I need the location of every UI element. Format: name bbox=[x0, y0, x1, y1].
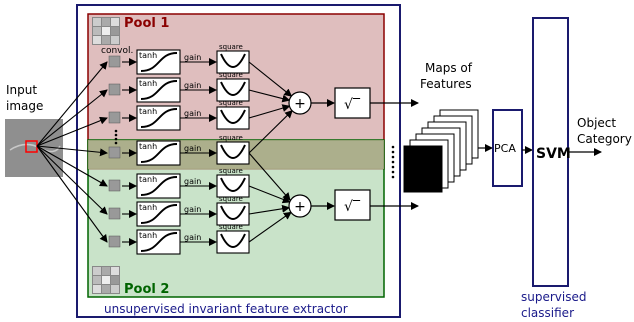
square-label: square bbox=[219, 43, 243, 51]
processing-row: tanh gain square bbox=[108, 71, 291, 103]
tanh-curve bbox=[140, 176, 178, 196]
convol-label: convol. bbox=[101, 46, 133, 56]
sqrt-symbol-pool2: √‾ bbox=[344, 199, 361, 215]
square-curve bbox=[220, 205, 246, 220]
row-continuation-dots bbox=[114, 129, 118, 145]
gain-label: gain bbox=[184, 109, 201, 118]
tanh-label: tanh bbox=[139, 175, 157, 184]
convolution-filter bbox=[108, 83, 121, 96]
extractor-frame bbox=[76, 4, 401, 318]
input-to-filter-arrow bbox=[36, 145, 108, 157]
processing-rows: tanh gain square tanh gain square tanh gain squa… bbox=[108, 43, 293, 255]
square-to-sum-arrow bbox=[248, 110, 293, 154]
square-to-sum-arrow bbox=[248, 204, 291, 215]
square-label: square bbox=[219, 195, 243, 203]
sum-node-pool2: + bbox=[288, 194, 312, 218]
processing-row: tanh gain square bbox=[108, 195, 291, 227]
input-to-filter-arrow bbox=[36, 145, 108, 215]
maps-label-line2: Features bbox=[420, 77, 472, 91]
processing-row: tanh gain square bbox=[108, 211, 292, 255]
maps-label-line1: Maps of bbox=[425, 61, 473, 75]
square-curve bbox=[220, 233, 246, 248]
sum-symbol-pool2: + bbox=[294, 199, 306, 215]
convolution-filter bbox=[108, 111, 121, 124]
square-curve bbox=[220, 144, 246, 159]
square-to-sum-arrow bbox=[248, 89, 291, 103]
input-to-filter-arrow bbox=[36, 145, 108, 243]
output-label-line2: Category bbox=[577, 132, 632, 146]
sum-node-pool1: + bbox=[288, 91, 312, 115]
tanh-curve bbox=[140, 108, 178, 128]
tanh-label: tanh bbox=[139, 203, 157, 212]
pca-label: PCA bbox=[494, 142, 516, 155]
pool1-title: Pool 1 bbox=[124, 16, 169, 31]
classifier-caption-line2: classifier bbox=[521, 306, 574, 320]
processing-row: tanh gain square bbox=[108, 43, 293, 97]
pca-box bbox=[492, 109, 523, 187]
gain-label: gain bbox=[184, 233, 201, 242]
shared-row-to-pool2-arrow bbox=[248, 152, 291, 201]
tanh-label: tanh bbox=[139, 107, 157, 116]
gain-label: gain bbox=[184, 144, 201, 153]
tanh-label: tanh bbox=[139, 51, 157, 60]
feature-map-stack bbox=[403, 109, 479, 193]
feature-map-dots bbox=[391, 145, 395, 179]
input-to-filter-arrow bbox=[36, 61, 108, 147]
gain-label: gain bbox=[184, 81, 201, 90]
input-to-filter-arrow bbox=[36, 116, 108, 147]
gain-label: gain bbox=[184, 205, 201, 214]
tanh-curve bbox=[140, 52, 178, 72]
sqrt-symbol-pool1: √‾ bbox=[344, 97, 361, 113]
gain-label: gain bbox=[184, 177, 201, 186]
processing-row: tanh gain square bbox=[108, 167, 291, 204]
square-curve bbox=[220, 81, 246, 96]
square-curve bbox=[220, 177, 246, 192]
convolution-filter bbox=[108, 179, 121, 192]
square-label: square bbox=[219, 167, 243, 175]
tanh-label: tanh bbox=[139, 231, 157, 240]
square-label: square bbox=[219, 223, 243, 231]
processing-row: tanh gain square bbox=[108, 99, 291, 131]
square-to-sum-arrow bbox=[248, 104, 291, 119]
tanh-curve bbox=[140, 143, 178, 163]
tanh-curve bbox=[140, 232, 178, 252]
sum-symbol-pool1: + bbox=[294, 96, 306, 112]
square-label: square bbox=[219, 71, 243, 79]
square-label: square bbox=[219, 99, 243, 107]
square-label: square bbox=[219, 134, 243, 142]
output-label-line1: Object bbox=[577, 116, 616, 130]
square-to-sum-arrow bbox=[248, 61, 293, 97]
tanh-curve bbox=[140, 80, 178, 100]
input-label-line1: Input bbox=[6, 83, 37, 97]
filter-bank-thumbnails-top bbox=[92, 17, 120, 45]
convolution-filter bbox=[108, 235, 121, 248]
convolution-filter bbox=[108, 55, 121, 68]
pool2-title: Pool 2 bbox=[124, 282, 169, 297]
tanh-label: tanh bbox=[139, 79, 157, 88]
filter-bank-thumbnails-bottom bbox=[92, 266, 120, 294]
tanh-label: tanh bbox=[139, 142, 157, 151]
square-curve bbox=[220, 109, 246, 124]
sqrt-box-pool1: √‾ bbox=[334, 87, 371, 119]
classifier-caption-line1: supervised bbox=[521, 290, 586, 304]
convolution-filter bbox=[108, 207, 121, 220]
input-to-filter-arrow bbox=[36, 145, 108, 187]
gain-label: gain bbox=[184, 53, 201, 62]
svm-label: SVM bbox=[536, 146, 571, 162]
input-label-line2: image bbox=[6, 99, 43, 113]
sqrt-box-pool2: √‾ bbox=[334, 189, 371, 221]
pool-output-arrows bbox=[311, 99, 419, 210]
convolution-filter bbox=[108, 146, 121, 159]
input-to-filter-arrow bbox=[36, 89, 108, 147]
extractor-caption: unsupervised invariant feature extractor bbox=[104, 302, 348, 316]
square-to-sum-arrow bbox=[248, 211, 292, 243]
tanh-curve bbox=[140, 204, 178, 224]
input-fan-arrows bbox=[36, 61, 108, 243]
square-curve bbox=[220, 53, 246, 68]
